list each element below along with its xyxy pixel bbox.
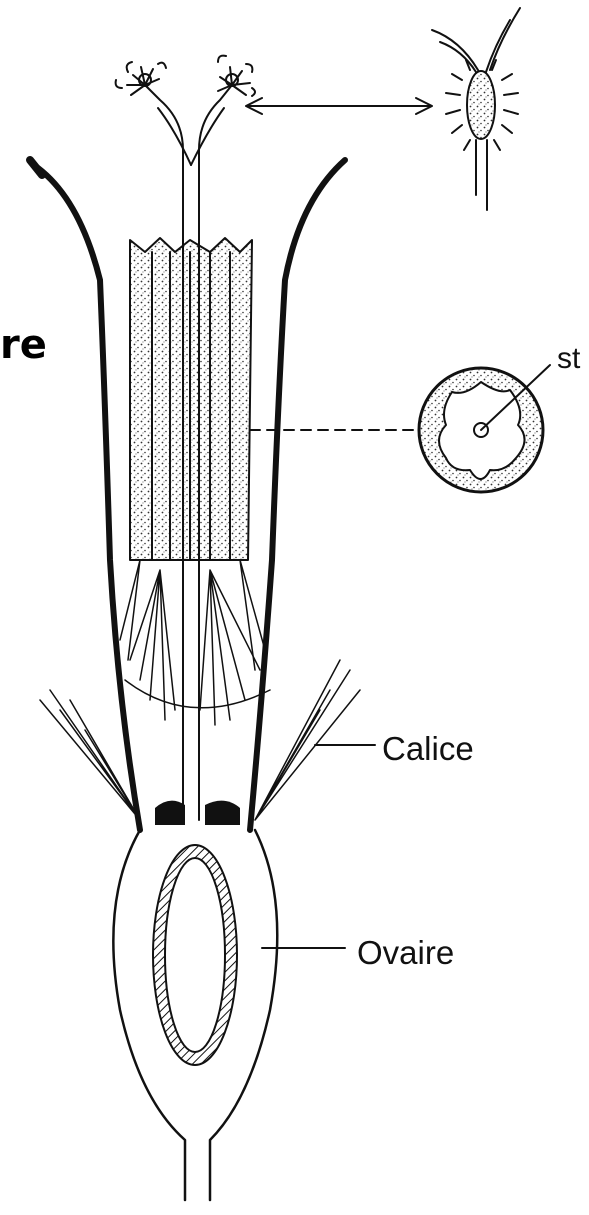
stigma-lobes xyxy=(116,56,255,240)
filaments xyxy=(120,560,270,725)
corolla-tip-left xyxy=(30,160,42,175)
calice-label: Calice xyxy=(382,730,474,768)
magnified-stigma xyxy=(432,8,520,210)
ovaire-label: Ovaire xyxy=(357,934,454,972)
nectaries xyxy=(155,801,240,825)
partial-label-left: re xyxy=(0,322,47,368)
cross-section xyxy=(419,365,550,492)
magnification-arrow xyxy=(246,98,432,114)
ovary xyxy=(113,830,277,1200)
anther-tube xyxy=(130,238,252,560)
st-label: st xyxy=(557,342,580,376)
